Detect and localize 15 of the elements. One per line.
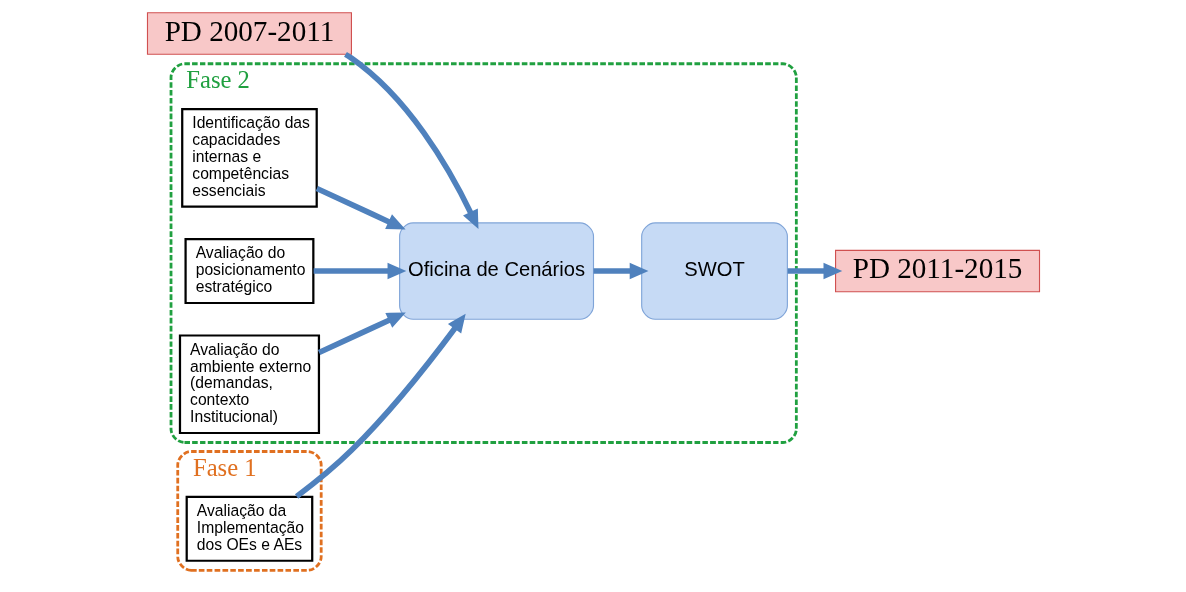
node-box: Identificação das capacidades internas e competências essenciais [180, 108, 318, 208]
node-box: Oficina de Cenários [398, 222, 594, 320]
node-box: Avaliação do ambiente externo (demandas, contexto Institucional) [178, 334, 320, 435]
arrow [787, 262, 842, 280]
node-box: Avaliação da Implementação dos OEs e AEs [185, 495, 313, 562]
node-box: Avaliação do posicionamento estratégico [183, 238, 314, 305]
node-box: PD 2011-2015 [834, 249, 1040, 293]
arrow [343, 51, 478, 230]
arrow [317, 312, 406, 356]
arrow [593, 262, 648, 280]
arrow [313, 262, 406, 280]
node-box: PD 2007-2011 [146, 12, 352, 55]
arrow [294, 313, 466, 499]
arrow [315, 185, 406, 230]
node-box: SWOT [640, 222, 788, 320]
